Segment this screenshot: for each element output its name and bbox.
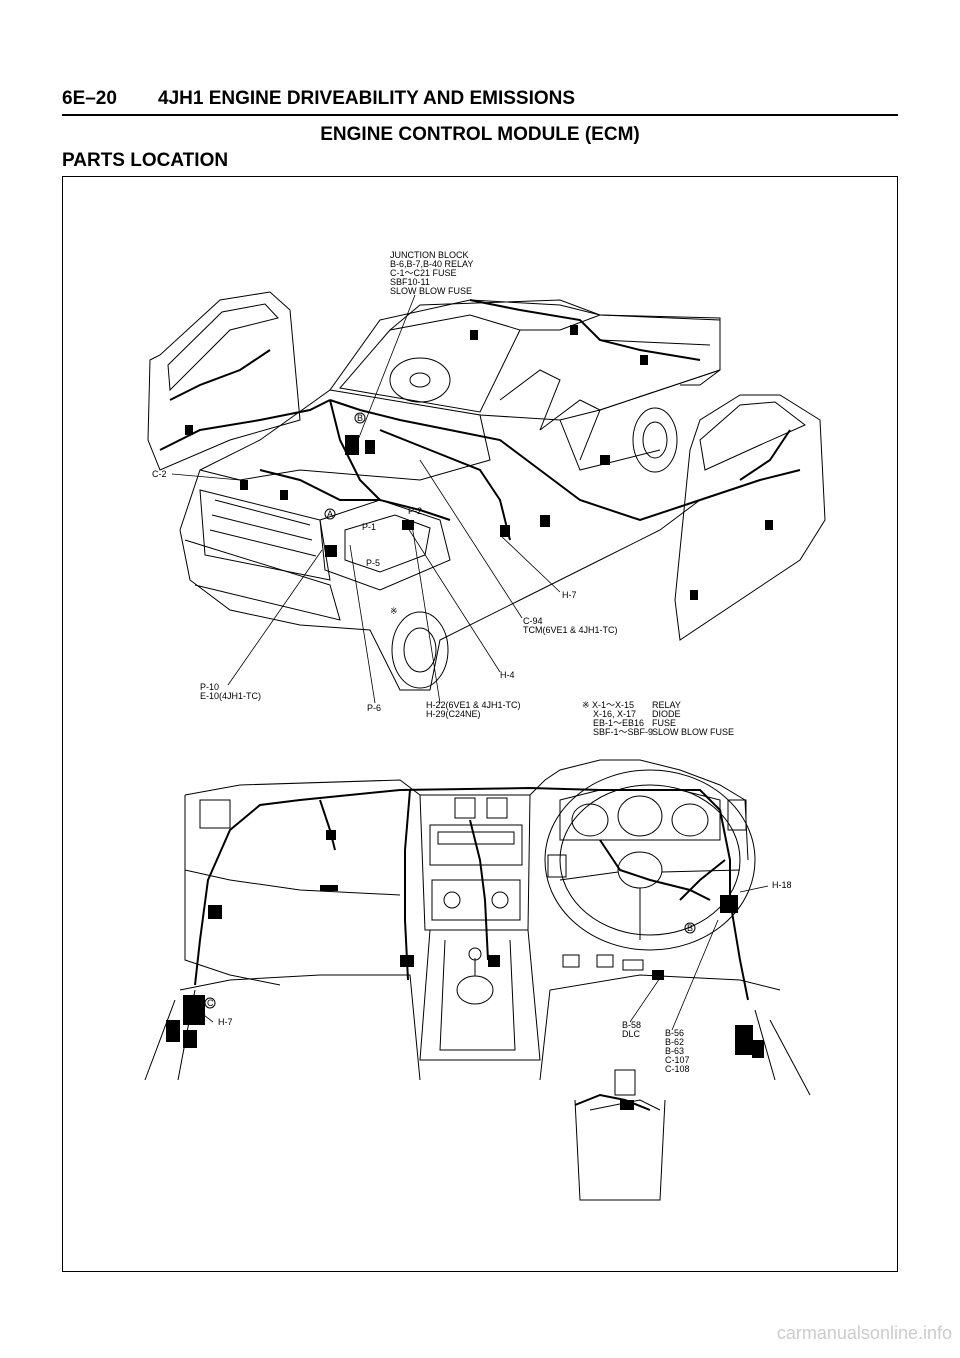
label-p6: P-6 <box>367 703 381 713</box>
label-p10: P-10 E-10(4JH1-TC) <box>200 682 261 701</box>
b56-line-2: B-62 <box>665 1037 684 1047</box>
label-h4: H-4 <box>500 670 515 680</box>
label-c94: C-94 TCM(6VE1 & 4JH1-TC) <box>523 616 618 635</box>
label-b56: B-56 B-62 B-63 C-107 C-108 <box>665 1028 690 1074</box>
page-header: 6E–20 4JH1 ENGINE DRIVEABILITY AND EMISS… <box>62 88 898 116</box>
label-b58: B-58 DLC <box>622 1020 641 1039</box>
ref-mark: ※ <box>390 606 398 616</box>
page-number: 6E–20 <box>62 88 117 109</box>
legend-row-2-val: DIODE <box>652 709 681 719</box>
b56-line-3: B-63 <box>665 1046 684 1056</box>
b56-line-1: B-56 <box>665 1028 684 1038</box>
legend-row-2-key: X-16, X-17 <box>593 709 636 719</box>
label-h18: H-18 <box>772 880 792 890</box>
legend-row-1-val: RELAY <box>652 700 681 710</box>
callout-b-top-label: B <box>357 413 363 423</box>
callout-b-top: B <box>354 412 366 424</box>
b56-line-4: C-107 <box>665 1055 690 1065</box>
callout-a-label: A <box>327 509 333 519</box>
legend-row-4-key: SBF-1～SBF-9 <box>593 727 653 737</box>
callout-c: C <box>204 997 216 1009</box>
p10-line-2: E-10(4JH1-TC) <box>200 691 261 701</box>
label-h22: H-22(6VE1 & 4JH1-TC) H-29(C24NE) <box>426 700 521 719</box>
legend-row-3-key: EB-1～EB16 <box>593 718 644 728</box>
dash-leader-lines <box>199 885 769 1031</box>
label-p5: P-5 <box>366 558 380 568</box>
label-h7-bottom: H-7 <box>218 1017 233 1027</box>
watermark: carmanualsonline.info <box>776 1323 952 1343</box>
header-rule <box>62 114 898 116</box>
label-p1: P-1 <box>362 522 376 532</box>
jb-line-1: JUNCTION BLOCK <box>390 250 469 260</box>
subsection-title: PARTS LOCATION <box>62 150 229 171</box>
page-title: 4JH1 ENGINE DRIVEABILITY AND EMISSIONS <box>158 88 576 109</box>
label-p2: P-2 <box>408 506 422 516</box>
jb-line-2: B-6,B-7,B-40 RELAY <box>390 259 473 269</box>
callout-c-label: C <box>207 998 214 1008</box>
diagram-frame <box>62 176 898 1272</box>
dash-connectors <box>166 830 764 1110</box>
b56-line-5: C-108 <box>665 1064 690 1074</box>
h22-line-1: H-22(6VE1 & 4JH1-TC) <box>426 700 521 710</box>
callout-b-bottom: B <box>684 922 696 934</box>
wiring-harness <box>159 299 801 541</box>
b58-line-2: DLC <box>622 1029 641 1039</box>
label-c2: C-2 <box>152 469 167 479</box>
leader-lines <box>171 294 561 704</box>
callout-b-bottom-label: B <box>687 923 693 933</box>
dash-wiring-harness <box>194 786 749 1111</box>
legend: ※ X-1～X-15 RELAY X-16, X-17 DIODE EB-1～E… <box>582 700 734 737</box>
legend-row-3-val: FUSE <box>652 718 676 728</box>
junction-block-label: JUNCTION BLOCK B-6,B-7,B-40 RELAY C-1～C2… <box>390 250 473 296</box>
dashboard-illustration <box>144 759 811 1201</box>
h22-line-2: H-29(C24NE) <box>426 709 481 719</box>
c94-line-1: C-94 <box>523 616 543 626</box>
p10-line-1: P-10 <box>200 682 219 692</box>
legend-row-1-key: ※ X-1～X-15 <box>582 700 634 710</box>
jb-line-3: C-1～C21 FUSE <box>390 268 457 278</box>
jb-line-5: SLOW BLOW FUSE <box>390 286 472 296</box>
section-title: ENGINE CONTROL MODULE (ECM) <box>320 124 640 145</box>
jb-line-4: SBF10-11 <box>390 277 430 287</box>
connectors <box>185 325 773 600</box>
legend-row-4-val: SLOW BLOW FUSE <box>652 727 734 737</box>
vehicle-illustration <box>147 291 826 691</box>
b58-line-1: B-58 <box>622 1020 641 1030</box>
label-h7-top: H-7 <box>562 590 577 600</box>
callout-a: A <box>324 508 336 520</box>
c94-line-2: TCM(6VE1 & 4JH1-TC) <box>523 625 618 635</box>
